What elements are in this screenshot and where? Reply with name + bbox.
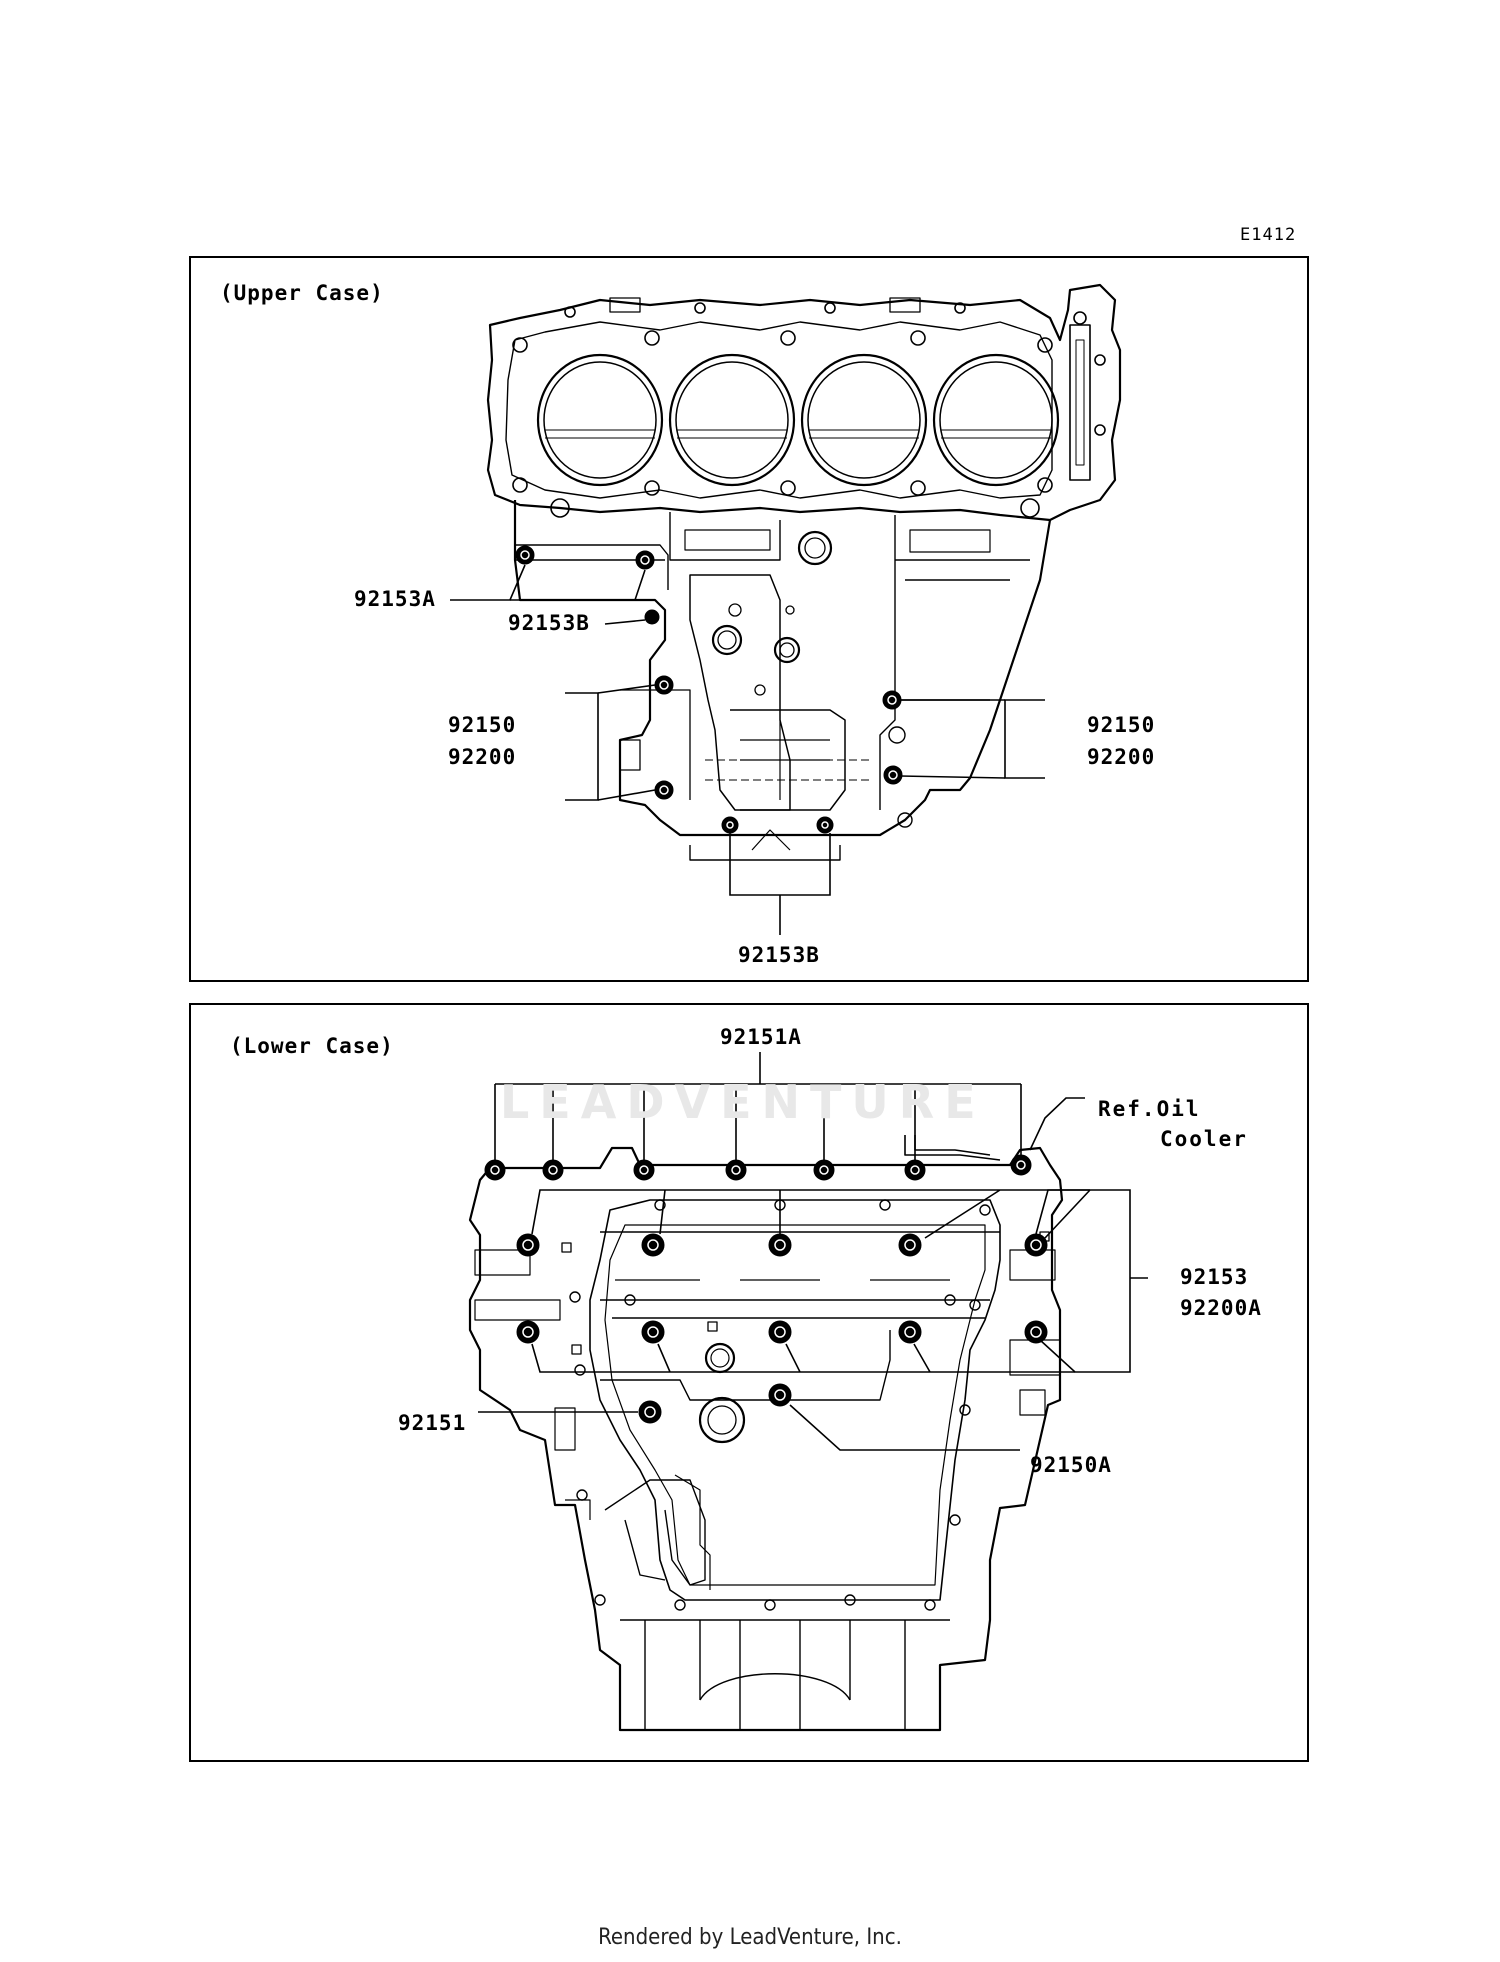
watermark: LEADVENTURE — [500, 1075, 986, 1129]
footer-credit: Rendered by LeadVenture, Inc. — [598, 1925, 902, 1950]
label-92150-left: 92150 — [448, 713, 517, 737]
label-92151A: 92151A — [720, 1025, 802, 1049]
upper-case-title: (Upper Case) — [220, 281, 384, 305]
label-92200A: 92200A — [1180, 1296, 1262, 1320]
head-bolt-holes — [512, 302, 1106, 518]
lower-crankcase-drawing — [468, 1135, 1064, 1732]
lower-case-leaders — [478, 1052, 1148, 1451]
lower-case-bolts — [484, 1154, 1048, 1424]
lower-case-frame — [189, 1003, 1309, 1762]
label-92200-left: 92200 — [448, 745, 517, 769]
upper-crankcase-drawing — [486, 283, 1122, 861]
upper-case-leaders — [450, 564, 1045, 935]
label-92151: 92151 — [398, 1411, 467, 1435]
label-ref-oil: Ref.Oil — [1098, 1097, 1201, 1121]
lower-case-title: (Lower Case) — [230, 1034, 394, 1058]
diagram-code: E1412 — [1240, 225, 1297, 245]
label-92153-lower: 92153 — [1180, 1265, 1249, 1289]
upper-case-frame — [189, 256, 1309, 982]
label-92153B-bottom: 92153B — [738, 943, 820, 967]
label-92200-right: 92200 — [1087, 745, 1156, 769]
label-92150-right: 92150 — [1087, 713, 1156, 737]
label-cooler: Cooler — [1160, 1127, 1248, 1151]
cylinder-bores — [536, 353, 1060, 487]
upper-case-bolts — [515, 545, 903, 834]
label-92150A: 92150A — [1030, 1453, 1112, 1477]
label-92153B-top: 92153B — [508, 611, 590, 635]
label-92153A: 92153A — [354, 587, 436, 611]
